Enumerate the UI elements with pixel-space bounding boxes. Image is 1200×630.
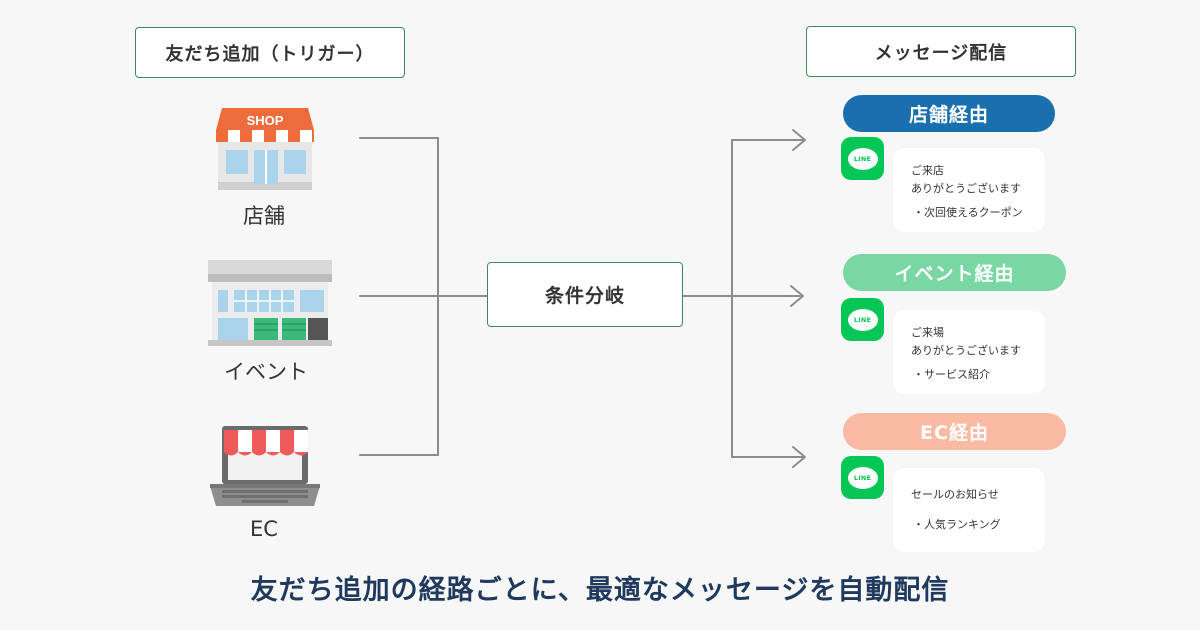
laptop-store-icon bbox=[210, 426, 320, 506]
route-pill-event: イベント経由 bbox=[843, 254, 1066, 291]
message-line: セールのお知らせ bbox=[911, 488, 999, 501]
shop-icon: SHOP bbox=[216, 108, 314, 190]
message-card-ec: セールのお知らせ ・人気ランキング bbox=[893, 468, 1045, 552]
shop-sign-text: SHOP bbox=[247, 113, 284, 128]
line-logo-text: LINE bbox=[847, 466, 878, 489]
trigger-header: 友だち追加（トリガー） bbox=[135, 27, 405, 78]
line-app-icon: LINE bbox=[841, 298, 884, 341]
message-item: ・人気ランキング bbox=[913, 518, 1001, 531]
line-app-icon: LINE bbox=[841, 456, 884, 499]
source-label-event: イベント bbox=[224, 360, 308, 384]
arrow-head-1 bbox=[792, 129, 806, 151]
message-item: ・サービス紹介 bbox=[913, 368, 990, 381]
message-line: ご来場 bbox=[911, 326, 944, 339]
message-line: ご来店 bbox=[911, 164, 944, 177]
source-label-shop: 店舗 bbox=[243, 204, 285, 228]
message-line: ありがとうございます bbox=[911, 182, 1021, 195]
message-card-shop: ご来店 ありがとうございます ・次回使えるクーポン bbox=[893, 148, 1045, 232]
source-label-ec: EC bbox=[250, 517, 278, 541]
arrow-head-3 bbox=[792, 446, 806, 468]
line-app-icon: LINE bbox=[841, 137, 884, 180]
delivery-header: メッセージ配信 bbox=[806, 26, 1076, 77]
arrow-head-2 bbox=[790, 285, 804, 307]
message-card-event: ご来場 ありがとうございます ・サービス紹介 bbox=[893, 310, 1045, 394]
building-icon bbox=[208, 260, 332, 346]
message-item: ・次回使えるクーポン bbox=[913, 206, 1023, 219]
branch-node: 条件分岐 bbox=[487, 262, 683, 327]
headline: 友だち追加の経路ごとに、最適なメッセージを自動配信 bbox=[250, 575, 950, 606]
message-line: ありがとうございます bbox=[911, 344, 1021, 357]
line-logo-text: LINE bbox=[847, 308, 878, 331]
line-logo-text: LINE bbox=[847, 147, 878, 170]
route-pill-ec: EC経由 bbox=[843, 413, 1066, 450]
route-pill-shop: 店舗経由 bbox=[843, 95, 1055, 132]
